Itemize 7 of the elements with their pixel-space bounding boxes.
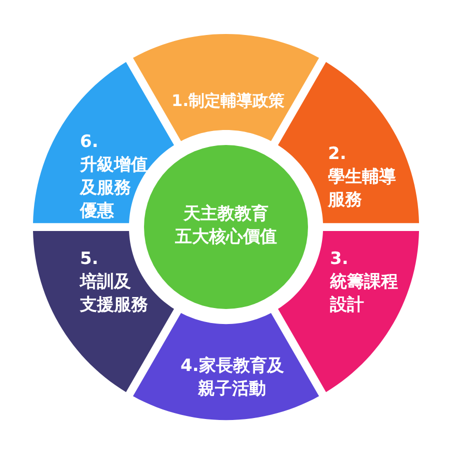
segment-label: 5.培訓及支援服務 — [80, 248, 148, 317]
segment-label: 2.學生輔導服務 — [328, 142, 396, 212]
segment-label: 1.制定輔導政策 — [171, 90, 285, 112]
center-label: 天主教教育五大核心價值 — [175, 203, 277, 249]
segment-label: 6.升級增值及服務優惠 — [80, 130, 148, 223]
segment-label: 3.統籌課程設計 — [330, 248, 398, 317]
segment-label: 4.家長教育及親子活動 — [180, 354, 284, 401]
